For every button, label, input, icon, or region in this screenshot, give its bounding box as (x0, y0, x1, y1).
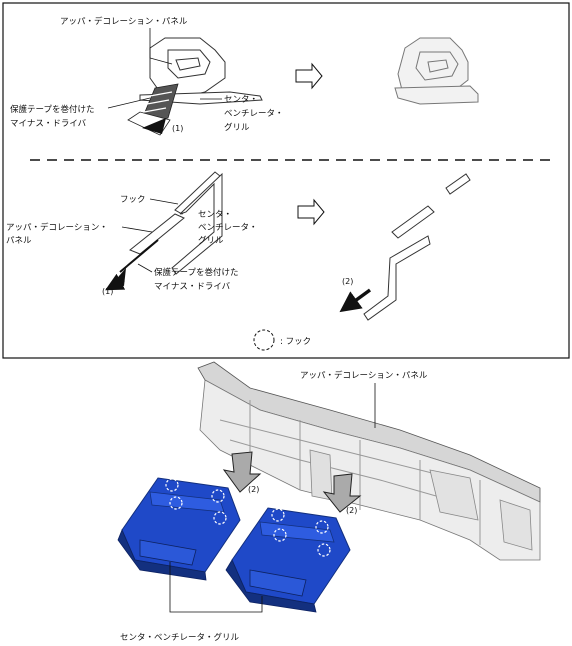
hook-marker-icon (273, 528, 287, 542)
step1-upper-panel-label: アッパ・デコレーション・パネル (60, 16, 188, 27)
hook-marker-icon (165, 478, 179, 492)
bottom-step-left-number: (2) (248, 485, 259, 494)
bottom-step-right-number: (2) (346, 506, 357, 515)
hook-markers (165, 478, 331, 557)
next-step-arrow-icon-2 (297, 198, 325, 226)
step2-tool-label-line1: 保護テープを巻付けた (154, 267, 239, 278)
screwdriver-blade (119, 239, 159, 273)
step2-grille-label-line2: ベンチレータ・ (198, 223, 258, 233)
step2-number-2: (2) (342, 277, 353, 286)
hook-marker-icon (271, 508, 285, 522)
lever-arrow-icon (142, 118, 166, 134)
step2-upper-panel-label-line1: アッパ・デコレーション・ (6, 222, 108, 233)
step2-upper-panel-label-line2: パネル (6, 236, 32, 246)
step1-tool-label-line2: マイナス・ドライバ (10, 119, 87, 129)
pull-arrow-left-icon (222, 451, 262, 493)
hook-legend-label: : フック (280, 337, 311, 347)
step1-tool-label-line1: 保護テープを巻付けた (10, 104, 95, 115)
bottom-grille-label: センタ・ベンチレータ・グリル (120, 632, 240, 643)
step1-result-illustration (394, 37, 479, 105)
upper-panel-section (129, 213, 185, 255)
dashboard-frame (197, 361, 541, 561)
hook-marker-icon (169, 496, 183, 510)
grille-leader-line (169, 562, 263, 613)
center-vent-grille-right (225, 507, 351, 613)
step2-pry-arrow-icon (105, 273, 126, 291)
step2-grille-label-line1: センタ・ (198, 210, 232, 220)
step2-remove-arrow-icon (339, 288, 372, 313)
step2-section-illustration (119, 171, 223, 275)
hook-legend-icon (253, 329, 275, 351)
bottom-upper-panel-label: アッパ・デコレーション・パネル (300, 370, 428, 381)
hook-marker-icon (317, 543, 331, 557)
step2-tool-label-line2: マイナス・ドライバ (154, 282, 231, 292)
step1-grille-label-line2: ベンチレータ・ (224, 109, 284, 119)
top-panel-frame (2, 2, 570, 359)
step2-number-1: (1) (102, 287, 113, 296)
step1-number: (1) (172, 124, 183, 133)
center-vent-grille-left (117, 477, 241, 581)
hook-marker-icon (213, 511, 227, 525)
step2-result-illustration (363, 173, 471, 321)
step1-illustration (127, 37, 263, 136)
step1-grille-label-line1: センタ・ (224, 95, 258, 105)
step1-grille-label-line3: グリル (224, 122, 250, 133)
step2-hook-label: フック (120, 195, 146, 205)
step2-grille-label-line3: グリル (198, 235, 224, 246)
pull-arrow-right-icon (322, 473, 362, 513)
hook-marker-icon (315, 520, 329, 534)
next-step-arrow-icon (295, 62, 323, 90)
hook-marker-icon (211, 489, 225, 503)
